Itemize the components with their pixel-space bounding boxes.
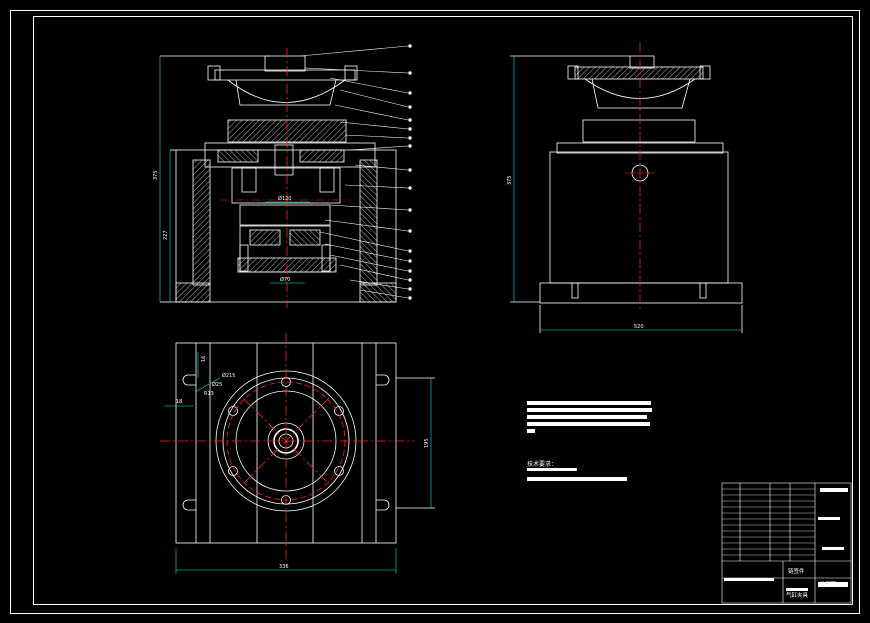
balloon-dot [408,127,412,131]
notes-heading: 技术要求： [527,460,557,468]
plan-slot-label: 16 [201,356,207,362]
balloon-leader-line [339,89,409,108]
notes-block [527,401,652,481]
side-view [510,55,743,333]
title-block-fills [724,488,848,591]
inner-frame [33,16,853,605]
plan-centerlines [160,333,414,560]
plan-view [175,342,435,544]
plan-width-label: 336 [279,564,289,570]
balloon-dot [408,287,412,291]
balloon-leader-line [329,254,409,272]
balloon-leader-line [329,77,409,94]
plan-hole-b-label: R13 [204,391,214,397]
title-block-rows [722,488,815,556]
balloon-dot [408,229,412,233]
front-inner-label: Ø120 [278,195,291,202]
front-dimensions [159,56,310,302]
front-body-height-label: 227 [163,230,169,240]
balloon-dot [408,168,412,172]
plan-hole-a-label: Ø25 [212,381,222,388]
title-block-center-label: 链签件 [788,567,805,575]
balloon-dot [408,259,412,263]
balloon-dot [408,269,412,273]
part-balloon-leaders [299,44,412,300]
balloon-dot [408,44,412,48]
balloon-dot [408,91,412,95]
title-block-part-name: 气缸夹具 [786,591,809,599]
balloon-dot [408,71,412,75]
balloon-leader-line [339,264,409,281]
balloon-leader-line [339,121,409,130]
balloon-leader-line [354,164,409,171]
side-height-label: 375 [507,175,513,185]
balloon-leader-line [344,134,409,139]
balloon-leader-line [324,219,409,232]
side-width-label: 520 [634,324,644,330]
front-bore-label: Ø70 [280,276,290,283]
balloon-leader-line [349,145,409,151]
balloon-leader-line [299,45,409,57]
front-section-view [160,55,397,303]
balloon-dot [408,105,412,109]
plan-dimensions [164,352,432,574]
balloon-leader-line [304,67,409,74]
title-block-drawing-title: 装配图 [820,580,837,588]
balloon-dot [408,186,412,190]
front-overall-height-label: 375 [153,170,159,180]
balloon-leader-line [349,279,409,290]
balloon-dot [408,118,412,122]
balloon-leader-line [319,231,409,252]
plan-height-label: 195 [424,438,430,448]
balloon-dot [408,249,412,253]
balloon-dot [408,136,412,140]
balloon-dot [408,144,412,148]
plan-bolt-circle-label: Ø215 [222,372,235,379]
balloon-leader-line [329,204,409,211]
balloon-dot [408,208,412,212]
balloon-dot [408,296,412,300]
balloon-dot [408,278,412,282]
balloon-leader-line [344,184,409,189]
balloon-leader-line [334,104,409,121]
balloon-leader-line [324,243,409,262]
balloon-leader-line [359,289,409,299]
outer-frame [10,10,860,614]
side-dimensions [513,56,742,331]
plan-offset-label: 18 [176,399,182,405]
